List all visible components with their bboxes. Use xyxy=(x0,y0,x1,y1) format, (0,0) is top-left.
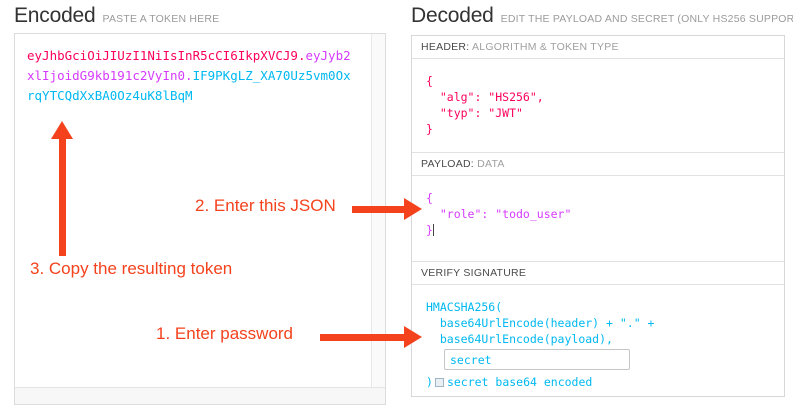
header-json-body[interactable]: { "alg": "HS256", "typ": "JWT" } xyxy=(412,59,784,153)
annotation-step-2: 2. Enter this JSON xyxy=(195,196,336,215)
text-caret xyxy=(432,224,434,236)
encoded-title: Encoded xyxy=(14,4,96,27)
base64-encoded-checkbox[interactable] xyxy=(434,378,444,387)
encoded-scrollbar[interactable] xyxy=(371,34,385,404)
token-signature-segment: IF9PKgLZ_XA70Uz5vm0OxrqYTCQdXxBA0Oz4uK8l… xyxy=(27,68,351,103)
base64-encoded-label: secret base64 encoded xyxy=(446,375,593,389)
closing-paren: ) xyxy=(426,375,433,389)
payload-section-label: PAYLOAD: DATA xyxy=(412,153,784,176)
header-label-light: ALGORITHM & TOKEN TYPE xyxy=(472,41,619,53)
base64-encoded-row[interactable]: ) secret base64 encoded xyxy=(426,375,592,389)
encoded-subtitle: PASTE A TOKEN HERE xyxy=(102,13,220,25)
signature-label-strong: VERIFY SIGNATURE xyxy=(421,267,527,279)
annotation-arrow-1-line xyxy=(320,334,406,341)
hmac-line-3: base64UrlEncode(payload), xyxy=(426,332,613,346)
token-payload-segment: eyJyb2xlIjoidG9kb191c2VyIn0 xyxy=(27,48,351,83)
decoded-subtitle: EDIT THE PAYLOAD AND SECRET (ONLY HS256 … xyxy=(500,13,793,25)
payload-label-strong: PAYLOAD: xyxy=(421,158,474,170)
annotation-arrow-2-head-icon xyxy=(404,198,422,220)
payload-json-text: { "role": "todo_user" } xyxy=(426,191,572,237)
annotation-arrow-2-line xyxy=(352,206,406,213)
token-separator-2: . xyxy=(185,68,193,83)
decoded-title: Decoded xyxy=(411,4,494,27)
hmac-line-2: base64UrlEncode(header) + "." + xyxy=(426,316,655,330)
annotation-step-3: 3. Copy the resulting token xyxy=(30,259,233,278)
encoded-panel-footer xyxy=(15,387,385,404)
secret-input[interactable] xyxy=(444,349,630,370)
decoded-panel: HEADER: ALGORITHM & TOKEN TYPE { "alg": … xyxy=(411,35,785,397)
annotation-step-1: 1. Enter password xyxy=(156,324,294,343)
annotation-arrow-3-head-icon xyxy=(51,121,73,139)
token-separator-1: . xyxy=(297,48,306,63)
encoded-token-panel[interactable]: eyJhbGciOiJIUzI1NiIsInR5cCI6IkpXVCJ9.eyJ… xyxy=(14,33,386,405)
annotation-arrow-3-line xyxy=(59,138,66,256)
header-section-label: HEADER: ALGORITHM & TOKEN TYPE xyxy=(412,36,784,59)
decoded-heading: Decoded EDIT THE PAYLOAD AND SECRET (ONLY… xyxy=(411,4,793,28)
hmac-line-1: HMACSHA256( xyxy=(426,300,503,314)
annotation-arrow-1-head-icon xyxy=(404,326,422,348)
signature-body: HMACSHA256( base64UrlEncode(header) + ".… xyxy=(412,285,784,397)
header-label-strong: HEADER: xyxy=(421,41,470,53)
encoded-heading: Encoded PASTE A TOKEN HERE xyxy=(14,4,219,28)
encoded-token-text[interactable]: eyJhbGciOiJIUzI1NiIsInR5cCI6IkpXVCJ9.eyJ… xyxy=(27,46,357,106)
payload-json-body[interactable]: { "role": "todo_user" } xyxy=(412,176,784,262)
payload-label-light: DATA xyxy=(477,158,505,170)
token-header-segment: eyJhbGciOiJIUzI1NiIsInR5cCI6IkpXVCJ9 xyxy=(27,48,298,63)
signature-section-label: VERIFY SIGNATURE xyxy=(412,262,784,285)
